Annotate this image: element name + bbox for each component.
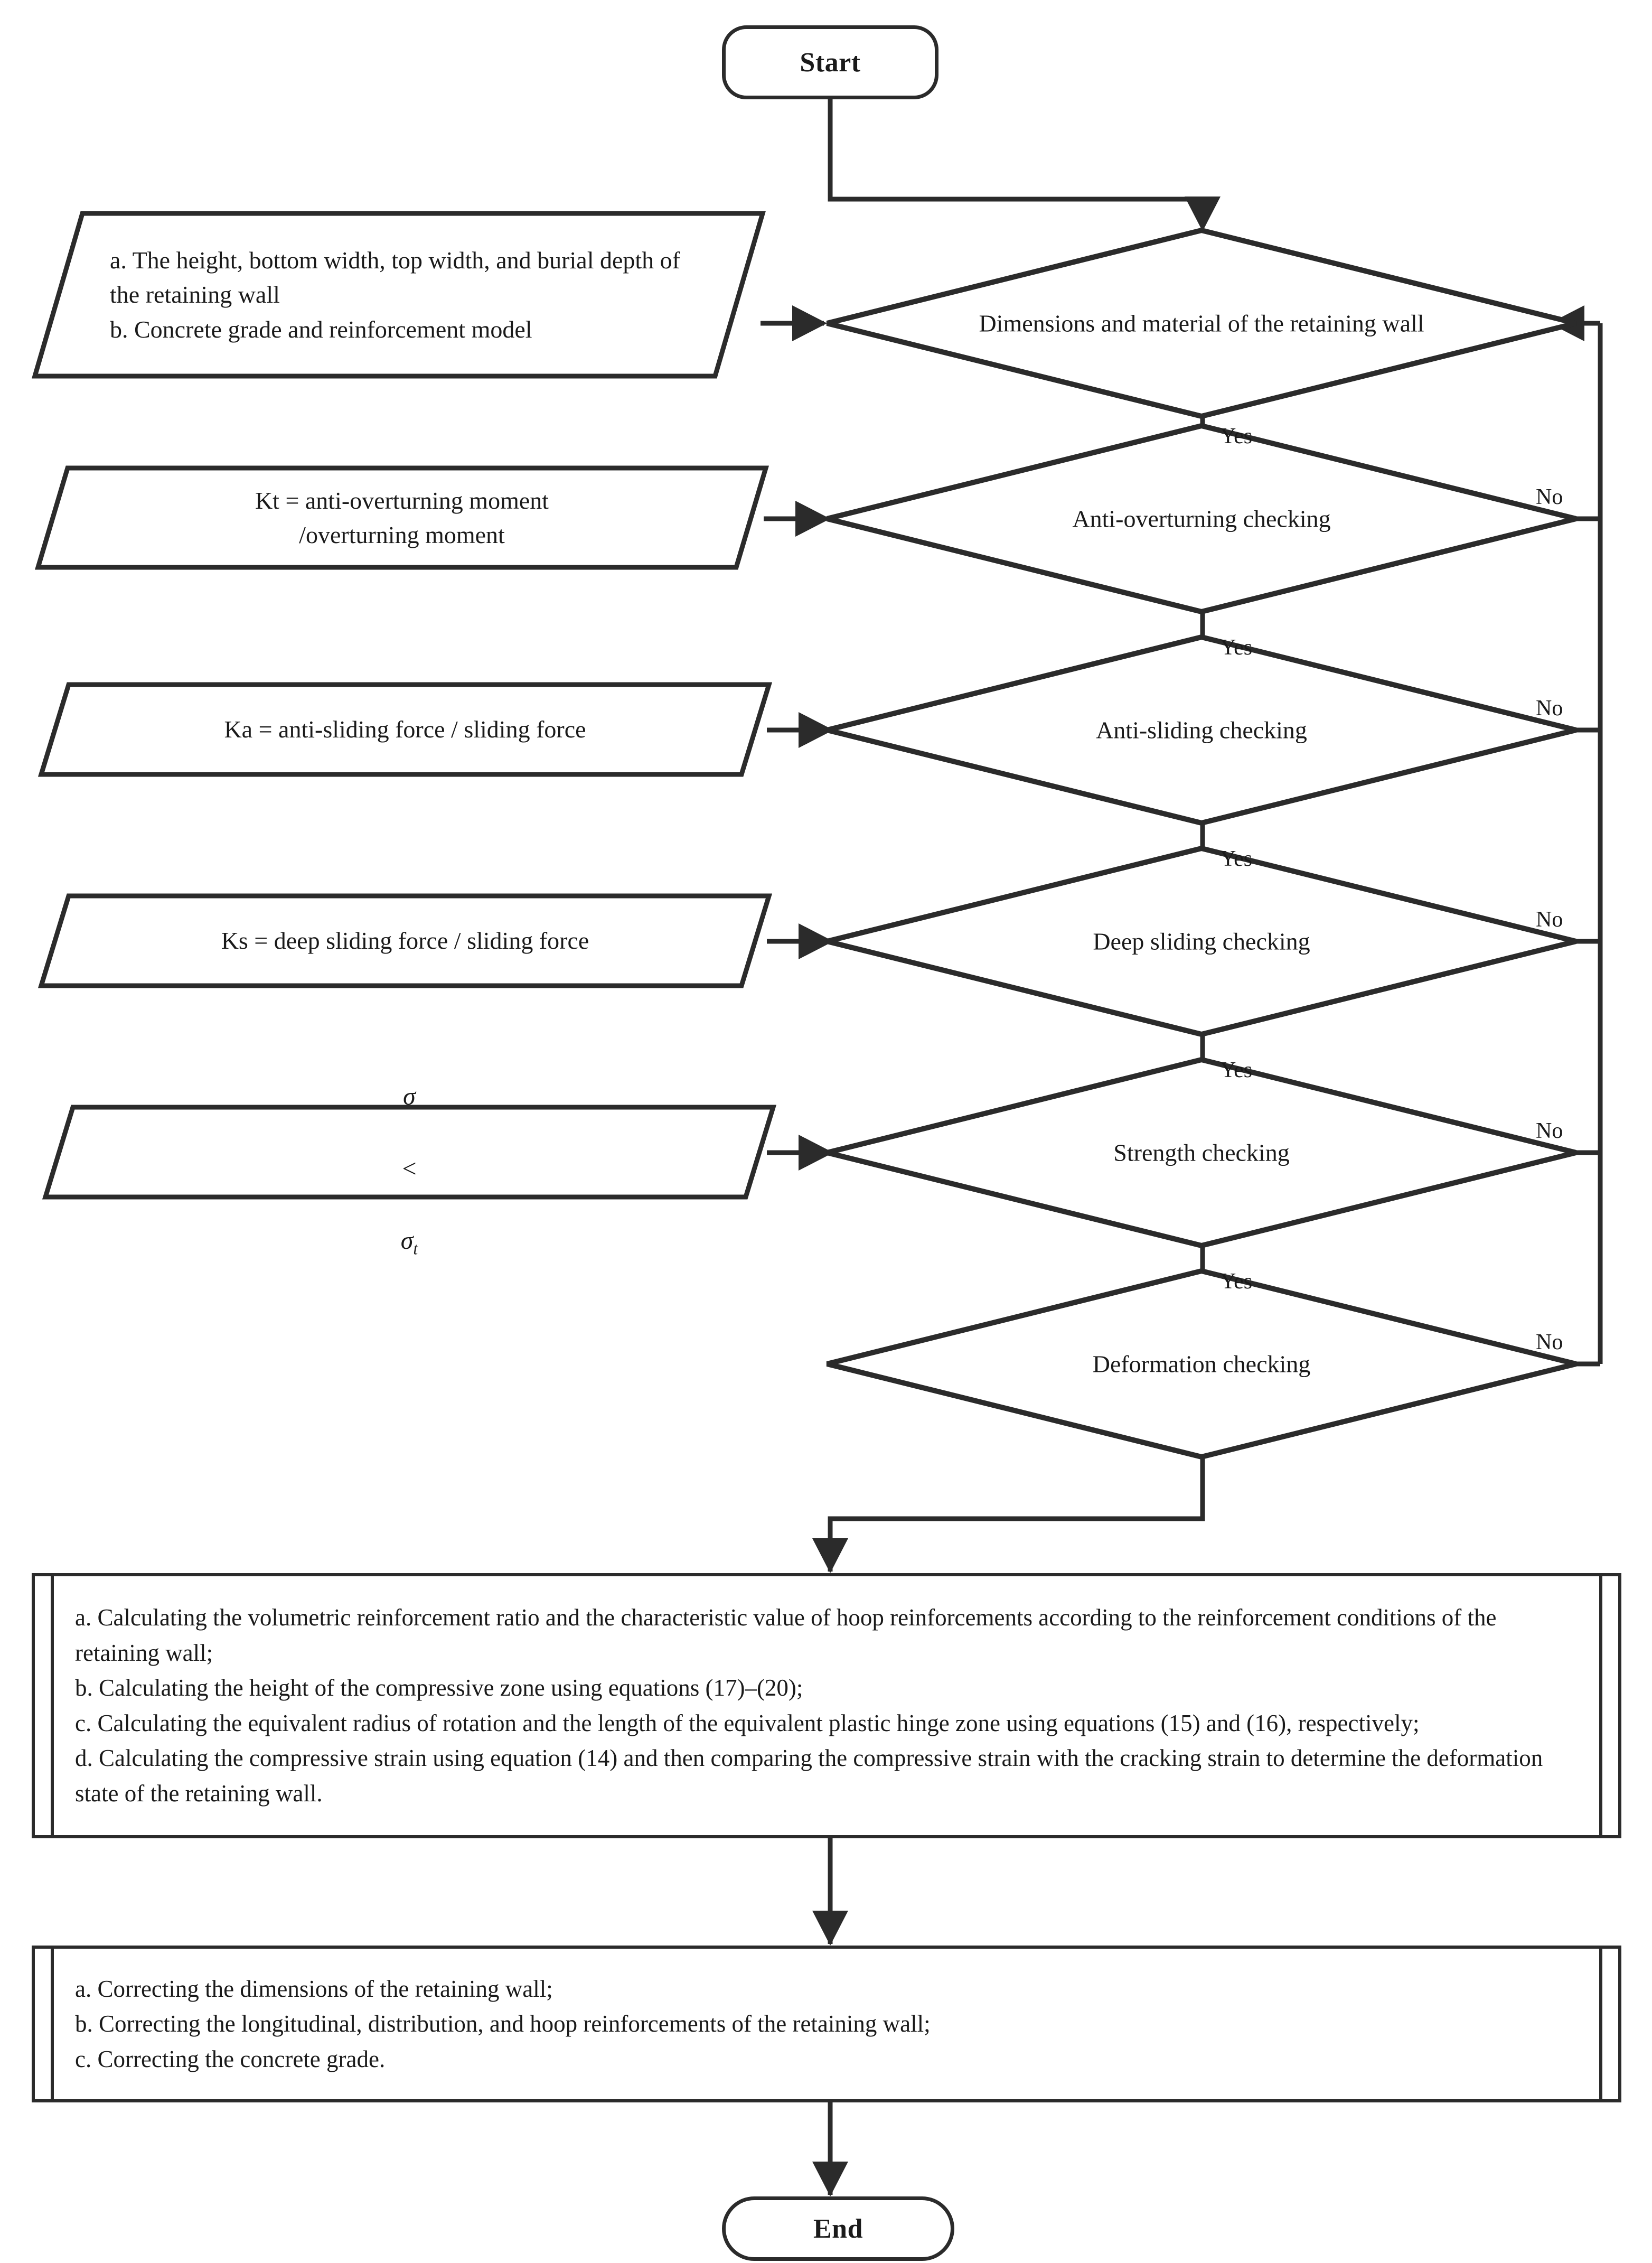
decision-anti-overturning-label: Anti-overturning checking xyxy=(1072,505,1331,532)
diamond-shape xyxy=(826,1056,1577,1249)
start-terminator[interactable]: Start xyxy=(722,25,938,99)
process-inner-bar-left xyxy=(51,1573,54,1838)
end-terminator[interactable]: End xyxy=(722,2196,954,2261)
decision-anti-sliding[interactable]: Anti-sliding checking xyxy=(824,634,1579,826)
edge-label-yes-2: Yes xyxy=(1220,635,1253,660)
process-calculations-text: a. Calculating the volumetric reinforcem… xyxy=(75,1604,1543,1807)
input-stress[interactable]: σ < σt xyxy=(42,1082,776,1258)
less-than-operator: < xyxy=(402,1154,417,1183)
input-dimensions-text: a. The height, bottom width, top width, … xyxy=(110,247,680,343)
parallelogram-shape xyxy=(38,893,772,988)
decision-anti-overturning[interactable]: Anti-overturning checking xyxy=(824,423,1579,615)
diamond-shape xyxy=(826,634,1577,826)
input-ks[interactable]: Ks = deep sliding force / sliding force xyxy=(38,893,772,989)
input-ks-text: Ks = deep sliding force / sliding force xyxy=(221,927,589,955)
start-label: Start xyxy=(800,47,861,78)
edge-label-no-5: No xyxy=(1536,1330,1563,1354)
edge-label-yes-3: Yes xyxy=(1220,847,1253,871)
input-ka[interactable]: Ka = anti-sliding force / sliding force xyxy=(38,681,772,778)
decision-dimensions[interactable]: Dimensions and material of the retaining… xyxy=(824,227,1579,419)
decision-strength[interactable]: Strength checking xyxy=(824,1056,1579,1249)
input-stress-text: σ < σt xyxy=(42,1082,776,1258)
parallelogram-shape xyxy=(32,211,766,379)
process-inner-bar-left xyxy=(51,1946,54,2102)
process-inner-bar-right xyxy=(1599,1946,1602,2102)
decision-deep-sliding-label: Deep sliding checking xyxy=(1093,928,1310,955)
parallelogram-shape xyxy=(42,1105,776,1200)
end-label: End xyxy=(813,2213,863,2244)
diamond-shape xyxy=(826,227,1577,419)
edge-label-no-2: No xyxy=(1536,696,1563,721)
sigma-subscript: t xyxy=(413,1239,418,1258)
process-inner-bar-right xyxy=(1599,1573,1602,1838)
edge-label-no-1: No xyxy=(1536,485,1563,509)
decision-deformation-label: Deformation checking xyxy=(1092,1350,1311,1378)
input-kt-text: Kt = anti-overturning moment /overturnin… xyxy=(255,487,549,548)
edge-label-yes-4: Yes xyxy=(1220,1058,1253,1082)
input-dimensions[interactable]: a. The height, bottom width, top width, … xyxy=(32,210,766,379)
diamond-shape xyxy=(826,845,1577,1037)
diamond-shape xyxy=(826,1268,1577,1460)
process-corrections[interactable]: a. Correcting the dimensions of the reta… xyxy=(32,1946,1621,2102)
edge-label-yes-5: Yes xyxy=(1220,1269,1253,1294)
decision-strength-label: Strength checking xyxy=(1113,1139,1290,1166)
process-corrections-text: a. Correcting the dimensions of the reta… xyxy=(75,1975,931,2072)
decision-anti-sliding-label: Anti-sliding checking xyxy=(1096,716,1307,744)
decision-deep-sliding[interactable]: Deep sliding checking xyxy=(824,845,1579,1037)
input-kt[interactable]: Kt = anti-overturning moment /overturnin… xyxy=(35,465,769,571)
edge-label-no-4: No xyxy=(1536,1119,1563,1143)
edge-label-no-3: No xyxy=(1536,908,1563,932)
sigma-t-symbol: σ xyxy=(400,1227,414,1255)
parallelogram-shape xyxy=(35,465,769,570)
sigma-symbol: σ xyxy=(403,1082,416,1111)
input-ka-text: Ka = anti-sliding force / sliding force xyxy=(224,716,586,743)
decision-dimensions-label: Dimensions and material of the retaining… xyxy=(979,310,1424,337)
parallelogram-shape xyxy=(38,682,772,777)
diamond-shape xyxy=(826,423,1577,615)
decision-deformation[interactable]: Deformation checking xyxy=(824,1268,1579,1460)
edge-label-yes-1: Yes xyxy=(1220,424,1253,448)
process-calculations[interactable]: a. Calculating the volumetric reinforcem… xyxy=(32,1573,1621,1838)
